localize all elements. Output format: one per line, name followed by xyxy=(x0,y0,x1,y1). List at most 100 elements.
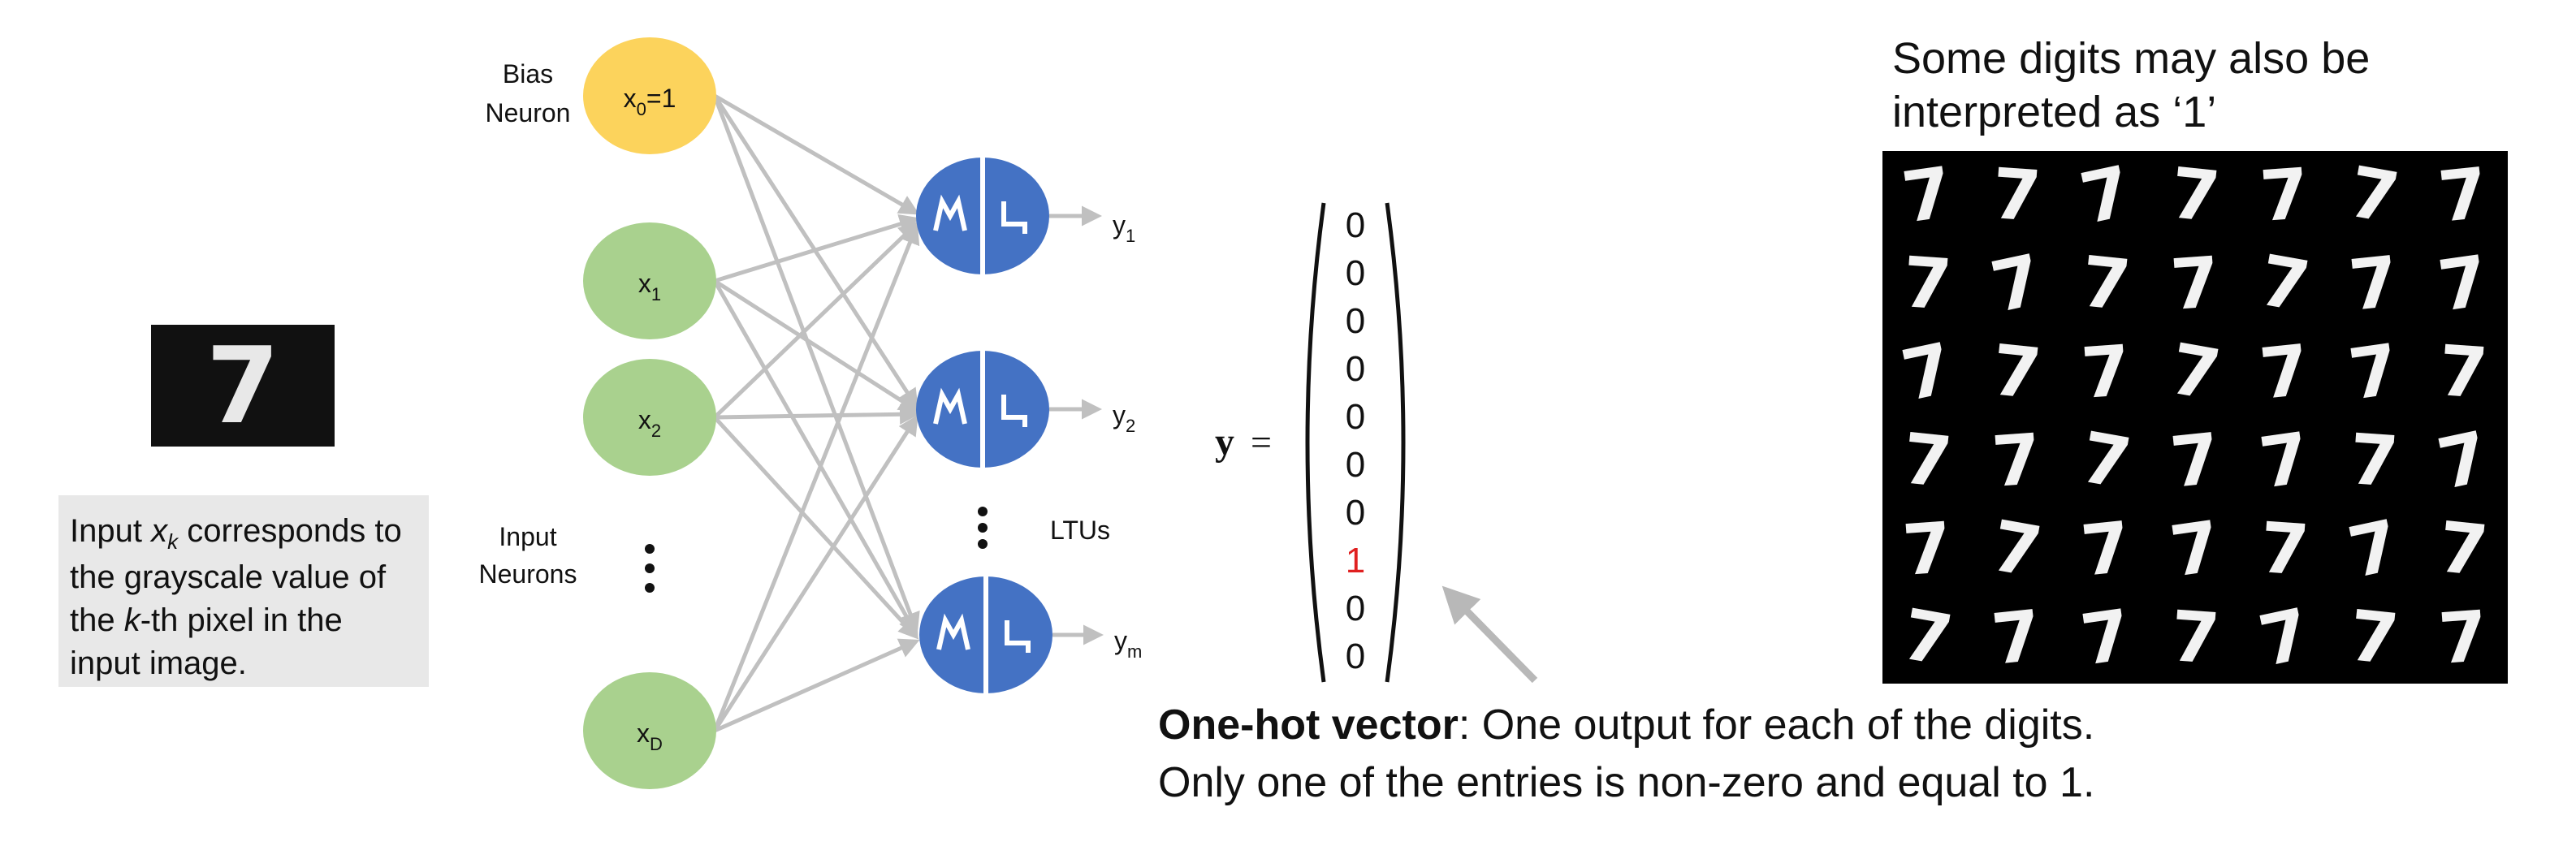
edge xyxy=(713,221,919,419)
edge xyxy=(713,278,920,412)
digit-cell: 7 xyxy=(2341,504,2406,594)
digit-cell: 7 xyxy=(2163,328,2227,417)
vector-entry: 0 xyxy=(1346,445,1365,485)
digit-cell: 7 xyxy=(1899,417,1956,504)
digit-cell: 7 xyxy=(1900,507,1955,592)
edge xyxy=(712,279,918,637)
vector-left-paren xyxy=(1305,202,1326,683)
digit-cell: 7 xyxy=(1988,594,2045,681)
output-arrows xyxy=(1049,205,1104,645)
digit-cell: 7 xyxy=(1895,327,1960,417)
connection-edges xyxy=(712,93,920,733)
digit-cell: 7 xyxy=(1988,329,2045,416)
edge xyxy=(712,414,918,732)
input-node-2 xyxy=(583,359,716,476)
digit-cell: 7 xyxy=(2165,505,2225,593)
ambiguity-note: Some digits may also be interpreted as ‘… xyxy=(1892,32,2509,140)
input-ellipsis xyxy=(645,544,655,593)
digit-cell: 7 xyxy=(2167,152,2224,239)
note-line2: interpreted as ‘1’ xyxy=(1892,87,2217,136)
digit-cell: 7 xyxy=(2168,241,2223,326)
digit-cell: 7 xyxy=(2254,417,2315,505)
edge xyxy=(712,223,920,732)
caption-text: Input xyxy=(70,513,152,549)
digit-cell: 7 xyxy=(2167,417,2224,504)
edge xyxy=(714,214,920,283)
digit-cell: 7 xyxy=(2076,593,2136,682)
edge xyxy=(714,404,920,425)
edge xyxy=(712,95,920,633)
digit-cell: 7 xyxy=(2256,329,2313,416)
sample-digit: 7 xyxy=(205,324,280,447)
output-label-m: ym xyxy=(1114,626,1142,662)
edge xyxy=(713,416,919,640)
input-label-line1: Input xyxy=(499,522,556,551)
ltu-label: LTUs xyxy=(1050,516,1110,545)
vector-equals: = xyxy=(1251,421,1272,463)
ltu-ellipsis xyxy=(978,507,988,549)
digit-cell: 7 xyxy=(2345,594,2402,681)
vector-right-paren xyxy=(1385,202,1406,683)
note-line1: Some digits may also be xyxy=(1892,34,2371,83)
digit-cell: 7 xyxy=(2346,418,2401,503)
caption-var: xk xyxy=(151,513,179,554)
vector-entry: 0 xyxy=(1346,589,1365,628)
digit-cell: 7 xyxy=(2073,150,2138,240)
ltu-node-m xyxy=(919,576,1052,693)
vector-entry-highlighted: 1 xyxy=(1346,541,1365,581)
digit-cell: 7 xyxy=(2431,416,2496,506)
digit-cell: 7 xyxy=(2074,417,2137,505)
digit-cell: 7 xyxy=(2168,595,2223,680)
caption-text: corresponds to the grayscale value of th… xyxy=(70,513,402,638)
vector-entry: 0 xyxy=(1346,493,1365,533)
digit-cell: 7 xyxy=(2253,240,2316,328)
digit-cell: 7 xyxy=(2257,153,2312,238)
digit-cell: 7 xyxy=(2078,330,2133,415)
edge xyxy=(713,93,920,215)
digit-cell: 7 xyxy=(2433,240,2493,328)
vector-entry: 0 xyxy=(1346,637,1365,676)
input-node-d-label: xD xyxy=(637,719,663,754)
input-caption: Input xk corresponds to the grayscale va… xyxy=(58,495,429,687)
onehot-description: One-hot vector: One output for each of t… xyxy=(1158,697,2214,811)
input-node-1 xyxy=(583,222,716,339)
bias-node xyxy=(583,37,716,154)
output-label-1: y1 xyxy=(1113,210,1135,246)
digit-cell: 7 xyxy=(2435,506,2492,593)
digit-cell: 7 xyxy=(2435,152,2492,239)
digit-cell: 7 xyxy=(1985,505,2048,593)
input-label-line2: Neurons xyxy=(479,559,577,589)
onehot-line1-text: : One output for each of the digits. xyxy=(1458,701,2095,749)
onehot-title: One-hot vector xyxy=(1158,701,1459,749)
vector-entry: 0 xyxy=(1346,349,1365,389)
vector-symbol: y xyxy=(1215,421,1234,464)
pointer-arrow xyxy=(1441,585,1538,684)
bias-label-line1: Bias xyxy=(503,59,553,88)
input-node-1-label: x1 xyxy=(638,269,661,304)
digit-cell: 7 xyxy=(2345,240,2402,327)
caption-k: k xyxy=(123,602,140,638)
digit-cell: 7 xyxy=(1989,418,2044,503)
digit-cell: 7 xyxy=(1895,593,1959,682)
vector-entry: 0 xyxy=(1346,205,1365,245)
digit-cell: 7 xyxy=(1897,151,1957,240)
digit-cell: 7 xyxy=(2344,328,2404,417)
vector-entry: 0 xyxy=(1346,301,1365,341)
edge xyxy=(713,638,920,733)
digit-cell: 7 xyxy=(2436,595,2491,680)
onehot-line1: One-hot vector: One output for each of t… xyxy=(1158,697,2214,754)
digit-cell: 7 xyxy=(1984,239,2049,329)
digit-cell: 7 xyxy=(1989,153,2044,238)
digit-cell: 7 xyxy=(2077,506,2134,593)
caption-text: -th pixel in the input image. xyxy=(70,602,343,681)
vector-entries: 0 0 0 0 0 0 0 1 0 0 xyxy=(1346,205,1365,676)
sample-digit-image: 7 xyxy=(151,324,335,447)
bias-node-label: x0=1 xyxy=(624,84,676,119)
input-node-d xyxy=(583,672,716,789)
ltu-node-1 xyxy=(916,158,1049,274)
ltu-node-2 xyxy=(916,351,1049,468)
digit-cell: 7 xyxy=(1900,241,1955,326)
